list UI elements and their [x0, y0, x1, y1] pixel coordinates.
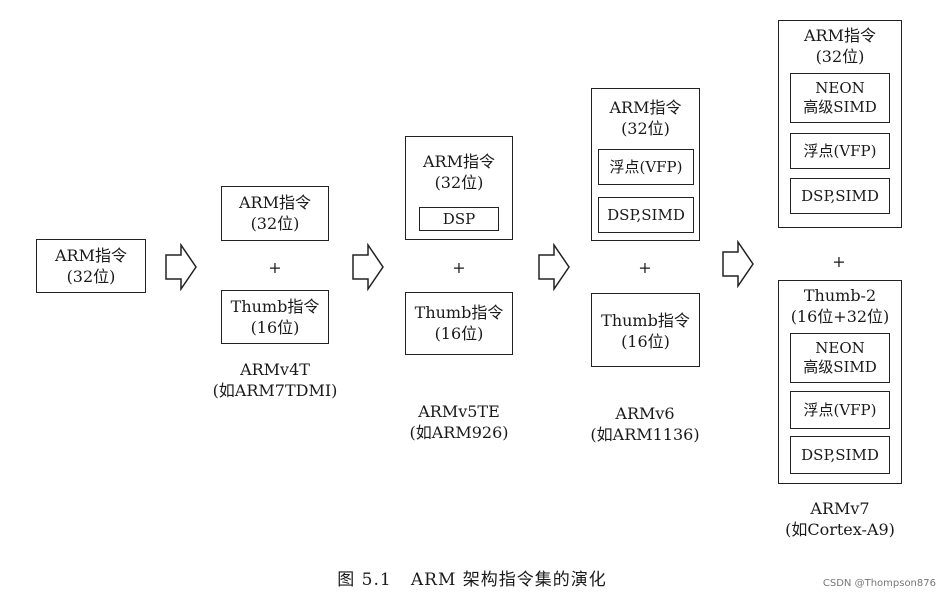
thumb-box-col3: Thumb指令 (16位)	[591, 293, 700, 367]
arm-box-label: ARM指令 (32位)	[423, 152, 495, 192]
thumb-box-label: Thumb指令 (16位)	[230, 297, 320, 337]
vfp-box-col4-thumb: 浮点(VFP)	[790, 391, 890, 429]
dsp-simd-box-col4-arm: DSP,SIMD	[790, 178, 890, 214]
neon-label: NEON 高级SIMD	[803, 79, 877, 116]
plus-col2: +	[452, 258, 466, 277]
thumb2-box-label: Thumb-2 (16位+32位)	[790, 286, 890, 326]
version-label-armv5te: ARMv5TE (如ARM926)	[409, 402, 509, 442]
evolution-arrow-2	[352, 243, 384, 291]
arm-box-label: ARM指令 (32位)	[239, 193, 311, 233]
dsp-simd-label: DSP,SIMD	[607, 205, 685, 224]
dsp-simd-label: DSP,SIMD	[801, 186, 879, 205]
neon-label: NEON 高级SIMD	[803, 339, 877, 376]
arm-box-col3: ARM指令 (32位) 浮点(VFP) DSP,SIMD	[591, 88, 700, 241]
thumb-box-col2: Thumb指令 (16位)	[405, 292, 513, 355]
dsp-label: DSP	[442, 209, 476, 228]
vfp-label: 浮点(VFP)	[803, 141, 877, 160]
evolution-arrow-4	[722, 240, 754, 288]
thumb-box-col1: Thumb指令 (16位)	[221, 290, 329, 344]
neon-box-col4-arm: NEON 高级SIMD	[790, 73, 890, 123]
plus-col1: +	[268, 258, 282, 277]
evolution-arrow-3	[538, 243, 570, 291]
arm-box-label: ARM指令 (32位)	[804, 26, 876, 66]
vfp-box-col3: 浮点(VFP)	[598, 149, 694, 185]
vfp-box-col4-arm: 浮点(VFP)	[790, 133, 890, 169]
evolution-arrow-1	[165, 243, 197, 291]
neon-box-col4-thumb: NEON 高级SIMD	[790, 333, 890, 383]
thumb2-box-col4: Thumb-2 (16位+32位) NEON 高级SIMD 浮点(VFP) DS…	[778, 280, 902, 484]
version-label-armv7: ARMv7 (如Cortex-A9)	[785, 499, 895, 539]
arm-box-col1: ARM指令 (32位)	[221, 186, 329, 241]
dsp-box-col2: DSP	[419, 207, 499, 231]
plus-col3: +	[638, 258, 652, 277]
dsp-simd-box-col4-thumb: DSP,SIMD	[790, 436, 890, 474]
vfp-label: 浮点(VFP)	[609, 157, 683, 176]
arm-box-col2: ARM指令 (32位) DSP	[405, 136, 513, 240]
arm-box-col0: ARM指令 (32位)	[36, 239, 146, 293]
dsp-simd-box-col3: DSP,SIMD	[598, 197, 694, 233]
arm-box-col4: ARM指令 (32位) NEON 高级SIMD 浮点(VFP) DSP,SIMD	[778, 20, 902, 228]
version-label-armv6: ARMv6 (如ARM1136)	[590, 404, 700, 444]
watermark: CSDN @Thompson876	[822, 578, 936, 589]
arm-box-label: ARM指令 (32位)	[55, 246, 127, 286]
vfp-label: 浮点(VFP)	[803, 400, 877, 419]
thumb-box-label: Thumb指令 (16位)	[414, 303, 504, 343]
arm-box-label: ARM指令 (32位)	[609, 98, 682, 138]
figure-caption: 图 5.1 ARM 架构指令集的演化	[337, 570, 607, 590]
plus-col4: +	[832, 252, 846, 271]
thumb-box-label: Thumb指令 (16位)	[601, 311, 690, 351]
dsp-simd-label: DSP,SIMD	[801, 445, 879, 464]
version-label-armv4t: ARMv4T (如ARM7TDMI)	[212, 360, 338, 400]
